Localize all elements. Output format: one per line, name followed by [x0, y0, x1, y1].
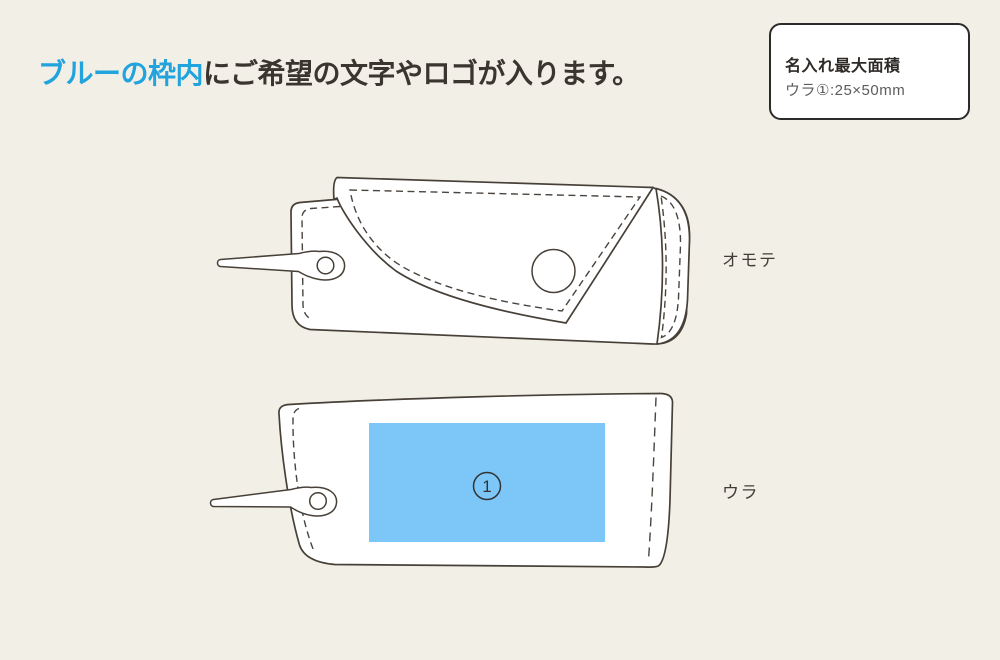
- page-title-highlight: ブルーの枠内: [38, 58, 204, 89]
- print-area-rect: [369, 423, 605, 542]
- print-area-marker-number: 1: [482, 477, 491, 496]
- max-print-area-box: 名入れ最大面積 ウラ①:25×50mm: [769, 23, 970, 120]
- snap-button: [531, 248, 576, 294]
- case-back-right-stitch: [647, 397, 657, 561]
- key-strap-front: [216, 250, 346, 281]
- case-back-left-stitch: [292, 407, 316, 553]
- max-print-area-title: 名入れ最大面積: [785, 58, 901, 75]
- case-front-flap-stitch: [349, 189, 642, 312]
- strap-eyelet-back: [308, 491, 328, 511]
- key-case-front-illustration: [216, 176, 691, 345]
- key-case-back-illustration: 1: [209, 392, 674, 568]
- strap-eyelet-front: [316, 256, 335, 275]
- case-front-flap: [332, 176, 654, 324]
- page-title: ブルーの枠内にご希望の文字やロゴが入ります。: [38, 52, 640, 92]
- case-front-end-cap-stitch: [660, 194, 682, 339]
- key-strap-back: [209, 486, 338, 517]
- page-title-rest: にご希望の文字やロゴが入ります。: [203, 58, 640, 89]
- case-front-body-stitch: [301, 205, 341, 321]
- back-view-label: ウラ: [722, 483, 759, 502]
- front-view-label: オモテ: [722, 251, 778, 270]
- print-area-marker-circle: [472, 471, 502, 501]
- max-print-area-detail: ウラ①:25×50mm: [785, 82, 906, 99]
